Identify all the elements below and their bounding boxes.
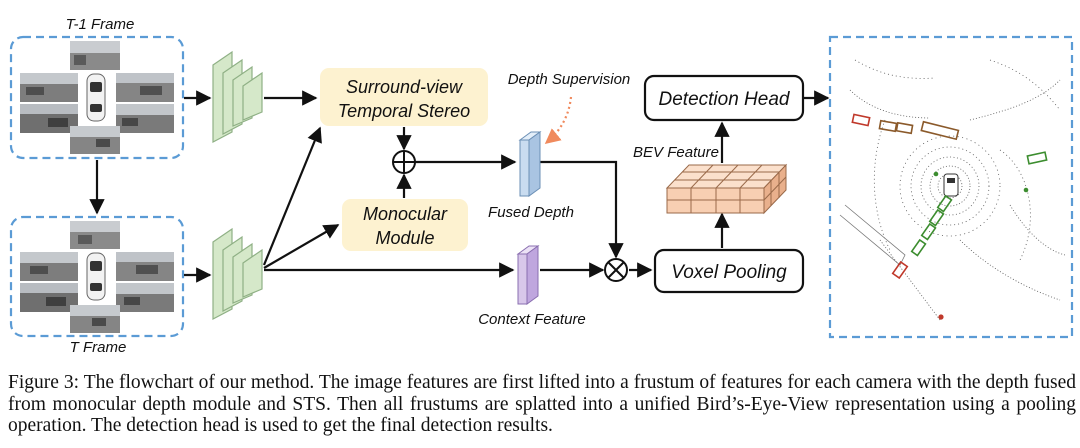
voxel-pooling-box: [653, 248, 805, 294]
sts-label-line2: Temporal Stereo: [338, 101, 470, 121]
t-camera-images: [20, 221, 174, 333]
mono-module-box: [342, 199, 468, 251]
detection-points: [933, 171, 1029, 320]
figure-caption: Figure 3: The flowchart of our method. T…: [8, 372, 1076, 436]
mono-label-line2: Module: [375, 228, 434, 248]
t1-camera-images: [20, 41, 174, 154]
sts-module-box: [320, 68, 488, 126]
t-image-encoder: [212, 227, 263, 320]
sum-operator-icon: [392, 150, 416, 174]
detection-head-box: [643, 74, 805, 122]
product-operator-icon: [604, 258, 628, 282]
context-feature-label: Context Feature: [478, 311, 586, 328]
ego-vehicle-icon: [943, 173, 959, 197]
detection-head-label: Detection Head: [659, 89, 791, 110]
fused-depth-to-product-arrow: [540, 160, 624, 259]
t-frame-label: T Frame: [70, 339, 127, 356]
t1-frame-label: T-1 Frame: [66, 16, 135, 33]
mono-label-line1: Monocular: [363, 204, 448, 224]
t-encoder-to-mono-arrow: [263, 224, 340, 269]
voxel-pooling-label: Voxel Pooling: [671, 262, 787, 283]
fused-depth-label: Fused Depth: [488, 204, 574, 221]
t1-image-encoder: [212, 50, 263, 143]
flowchart-figure: T-1 Frame T Frame: [9, 16, 1074, 356]
detection-boxes: [851, 113, 1048, 280]
bev-feature-grid: [665, 163, 788, 215]
t-frame-box: [9, 215, 185, 338]
t-encoder-to-sts-arrow: [262, 126, 322, 266]
depth-supervision-label: Depth Supervision: [508, 71, 631, 88]
context-feature-block: [516, 245, 540, 305]
fused-depth-block: [518, 131, 542, 197]
depth-supervision-arrow: [544, 96, 573, 144]
t1-frame-box: [9, 35, 185, 160]
sts-label-line1: Surround-view: [346, 77, 463, 97]
detection-output-box: [828, 35, 1074, 339]
bev-feature-label: BEV Feature: [633, 144, 719, 161]
